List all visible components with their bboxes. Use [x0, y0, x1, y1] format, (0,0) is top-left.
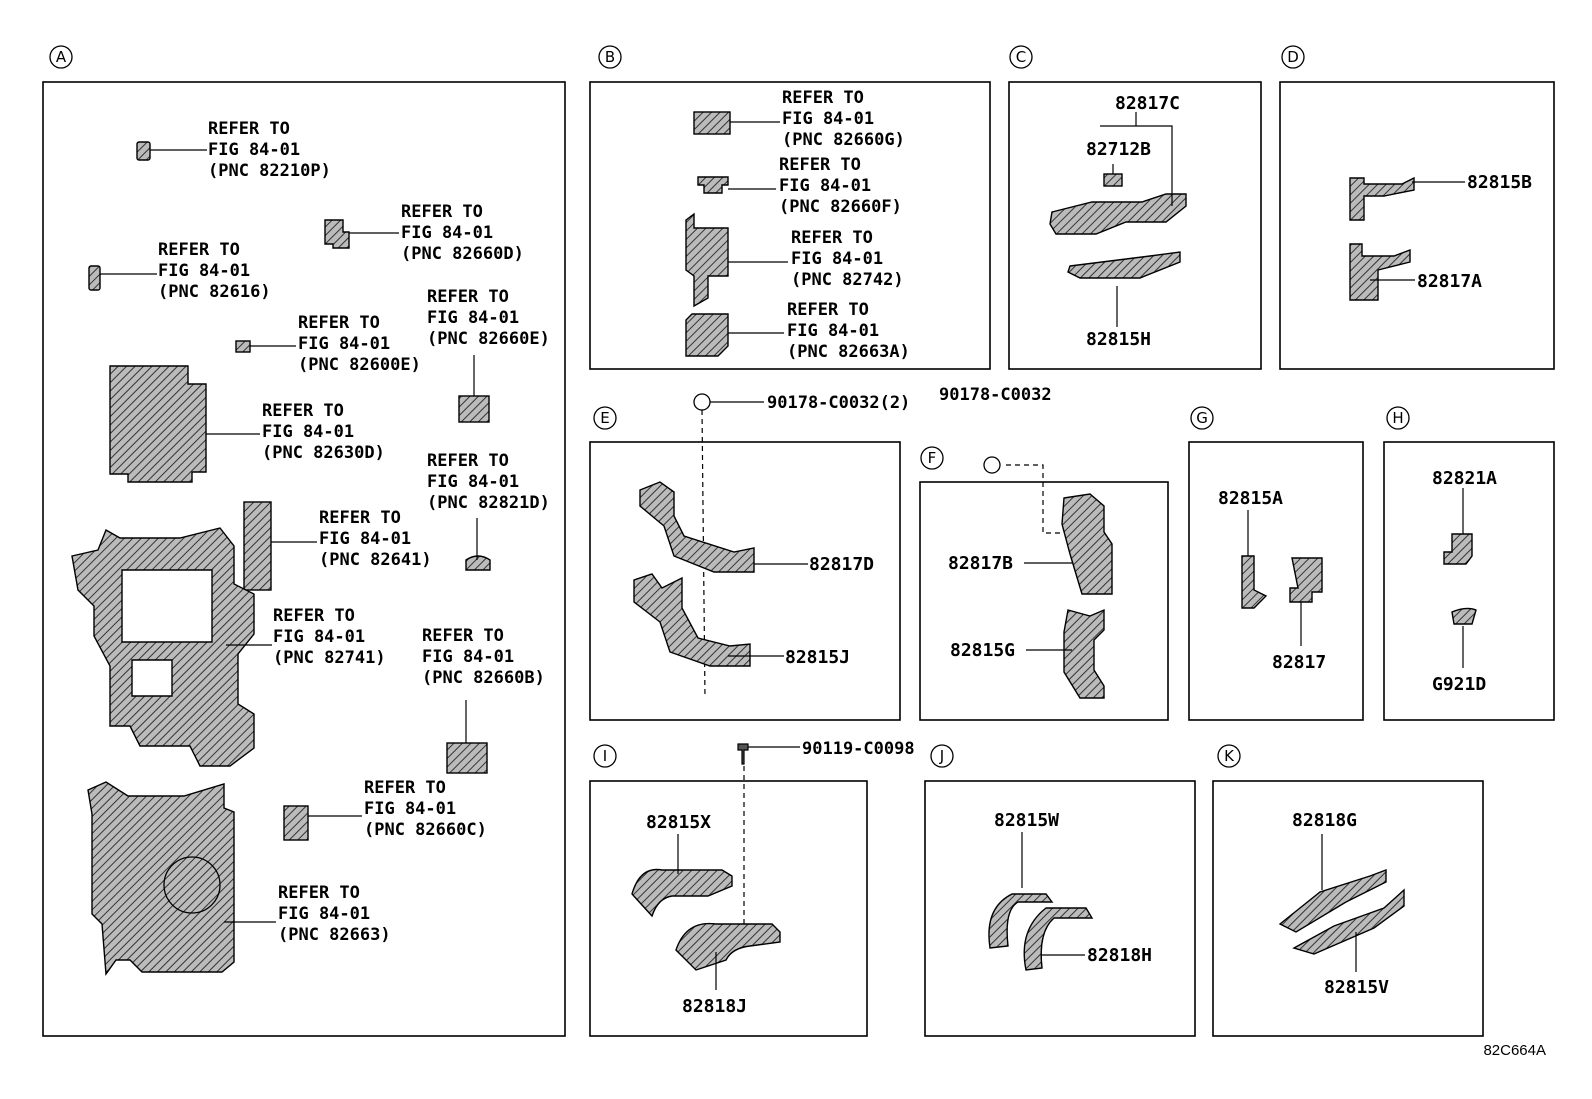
fastener-90119-c0098: 90119-C0098 — [802, 739, 915, 759]
section-g-parts: 82815A 82817 — [1218, 488, 1326, 673]
part-82818h: 82818H — [1087, 945, 1152, 966]
part-82818j: 82818J — [682, 996, 747, 1017]
section-i-label: I — [593, 744, 617, 768]
part-82817: 82817 — [1272, 652, 1326, 673]
section-f-parts: 90178-C0032 82817B 82815G — [939, 385, 1113, 699]
svg-text:J: J — [939, 747, 944, 765]
part-82815a: 82815A — [1218, 488, 1283, 509]
section-b-parts — [685, 111, 788, 357]
section-h-box — [1383, 441, 1555, 721]
section-d-box — [1279, 81, 1555, 370]
part-g921d: G921D — [1432, 674, 1486, 695]
section-k-parts: 82818G 82815V — [1278, 810, 1405, 998]
section-k-label: K — [1217, 744, 1241, 768]
part-82817c: 82817C — [1115, 93, 1180, 114]
section-d-label: D — [1281, 45, 1305, 69]
svg-text:B: B — [605, 48, 615, 66]
figure-code: 82C664A — [1483, 1042, 1546, 1059]
section-b-label: B — [598, 45, 622, 69]
svg-text:H: H — [1392, 409, 1403, 427]
section-c-box — [1008, 81, 1262, 370]
svg-text:I: I — [603, 747, 607, 765]
section-h-label: H — [1386, 406, 1410, 430]
section-e-parts: 90178-C0032(2) 82817D 82815J — [633, 393, 910, 699]
svg-text:A: A — [56, 48, 67, 66]
svg-text:E: E — [600, 409, 609, 427]
section-a-parts — [71, 141, 491, 976]
part-82818g: 82818G — [1292, 810, 1357, 831]
svg-text:K: K — [1224, 747, 1235, 765]
part-82815h: 82815H — [1086, 329, 1151, 350]
section-c-label: C — [1009, 45, 1033, 69]
svg-text:G: G — [1196, 409, 1208, 427]
section-f-label: F — [920, 446, 944, 470]
section-i-box — [589, 780, 868, 1037]
section-j-parts: 82815W 82818H — [988, 810, 1152, 971]
section-c-parts: 82817C 82712B 82815H — [1049, 93, 1187, 350]
part-82817b: 82817B — [948, 553, 1013, 574]
section-g-label: G — [1190, 406, 1214, 430]
part-82817a: 82817A — [1417, 271, 1482, 292]
part-82815v: 82815V — [1324, 977, 1389, 998]
svg-text:C: C — [1016, 48, 1026, 66]
fastener-90178-c0032-2: 90178-C0032(2) — [767, 393, 910, 413]
part-82815j: 82815J — [785, 647, 850, 668]
section-i-parts: 90119-C0098 82815X 82818J — [631, 739, 915, 1017]
fastener-90178-c0032: 90178-C0032 — [939, 385, 1052, 405]
part-82712b: 82712B — [1086, 139, 1151, 160]
section-f-box — [919, 481, 1169, 721]
svg-text:D: D — [1287, 48, 1299, 66]
part-82815w: 82815W — [994, 810, 1059, 831]
section-d-parts: 82815B 82817A — [1349, 172, 1532, 301]
part-82815g: 82815G — [950, 640, 1015, 661]
section-a-label: A — [49, 45, 73, 69]
section-e-box — [589, 441, 901, 721]
part-82815x: 82815X — [646, 812, 711, 833]
section-j-box — [924, 780, 1196, 1037]
part-82815b: 82815B — [1467, 172, 1532, 193]
part-82821a: 82821A — [1432, 468, 1497, 489]
svg-text:F: F — [928, 449, 937, 467]
section-j-label: J — [930, 744, 954, 768]
section-h-parts: 82821A G921D — [1432, 468, 1497, 695]
section-e-label: E — [593, 406, 617, 430]
section-b-box — [589, 81, 991, 370]
part-82817d: 82817D — [809, 554, 874, 575]
section-g-box — [1188, 441, 1364, 721]
section-k-box — [1212, 780, 1484, 1037]
section-a-box — [42, 81, 566, 1037]
